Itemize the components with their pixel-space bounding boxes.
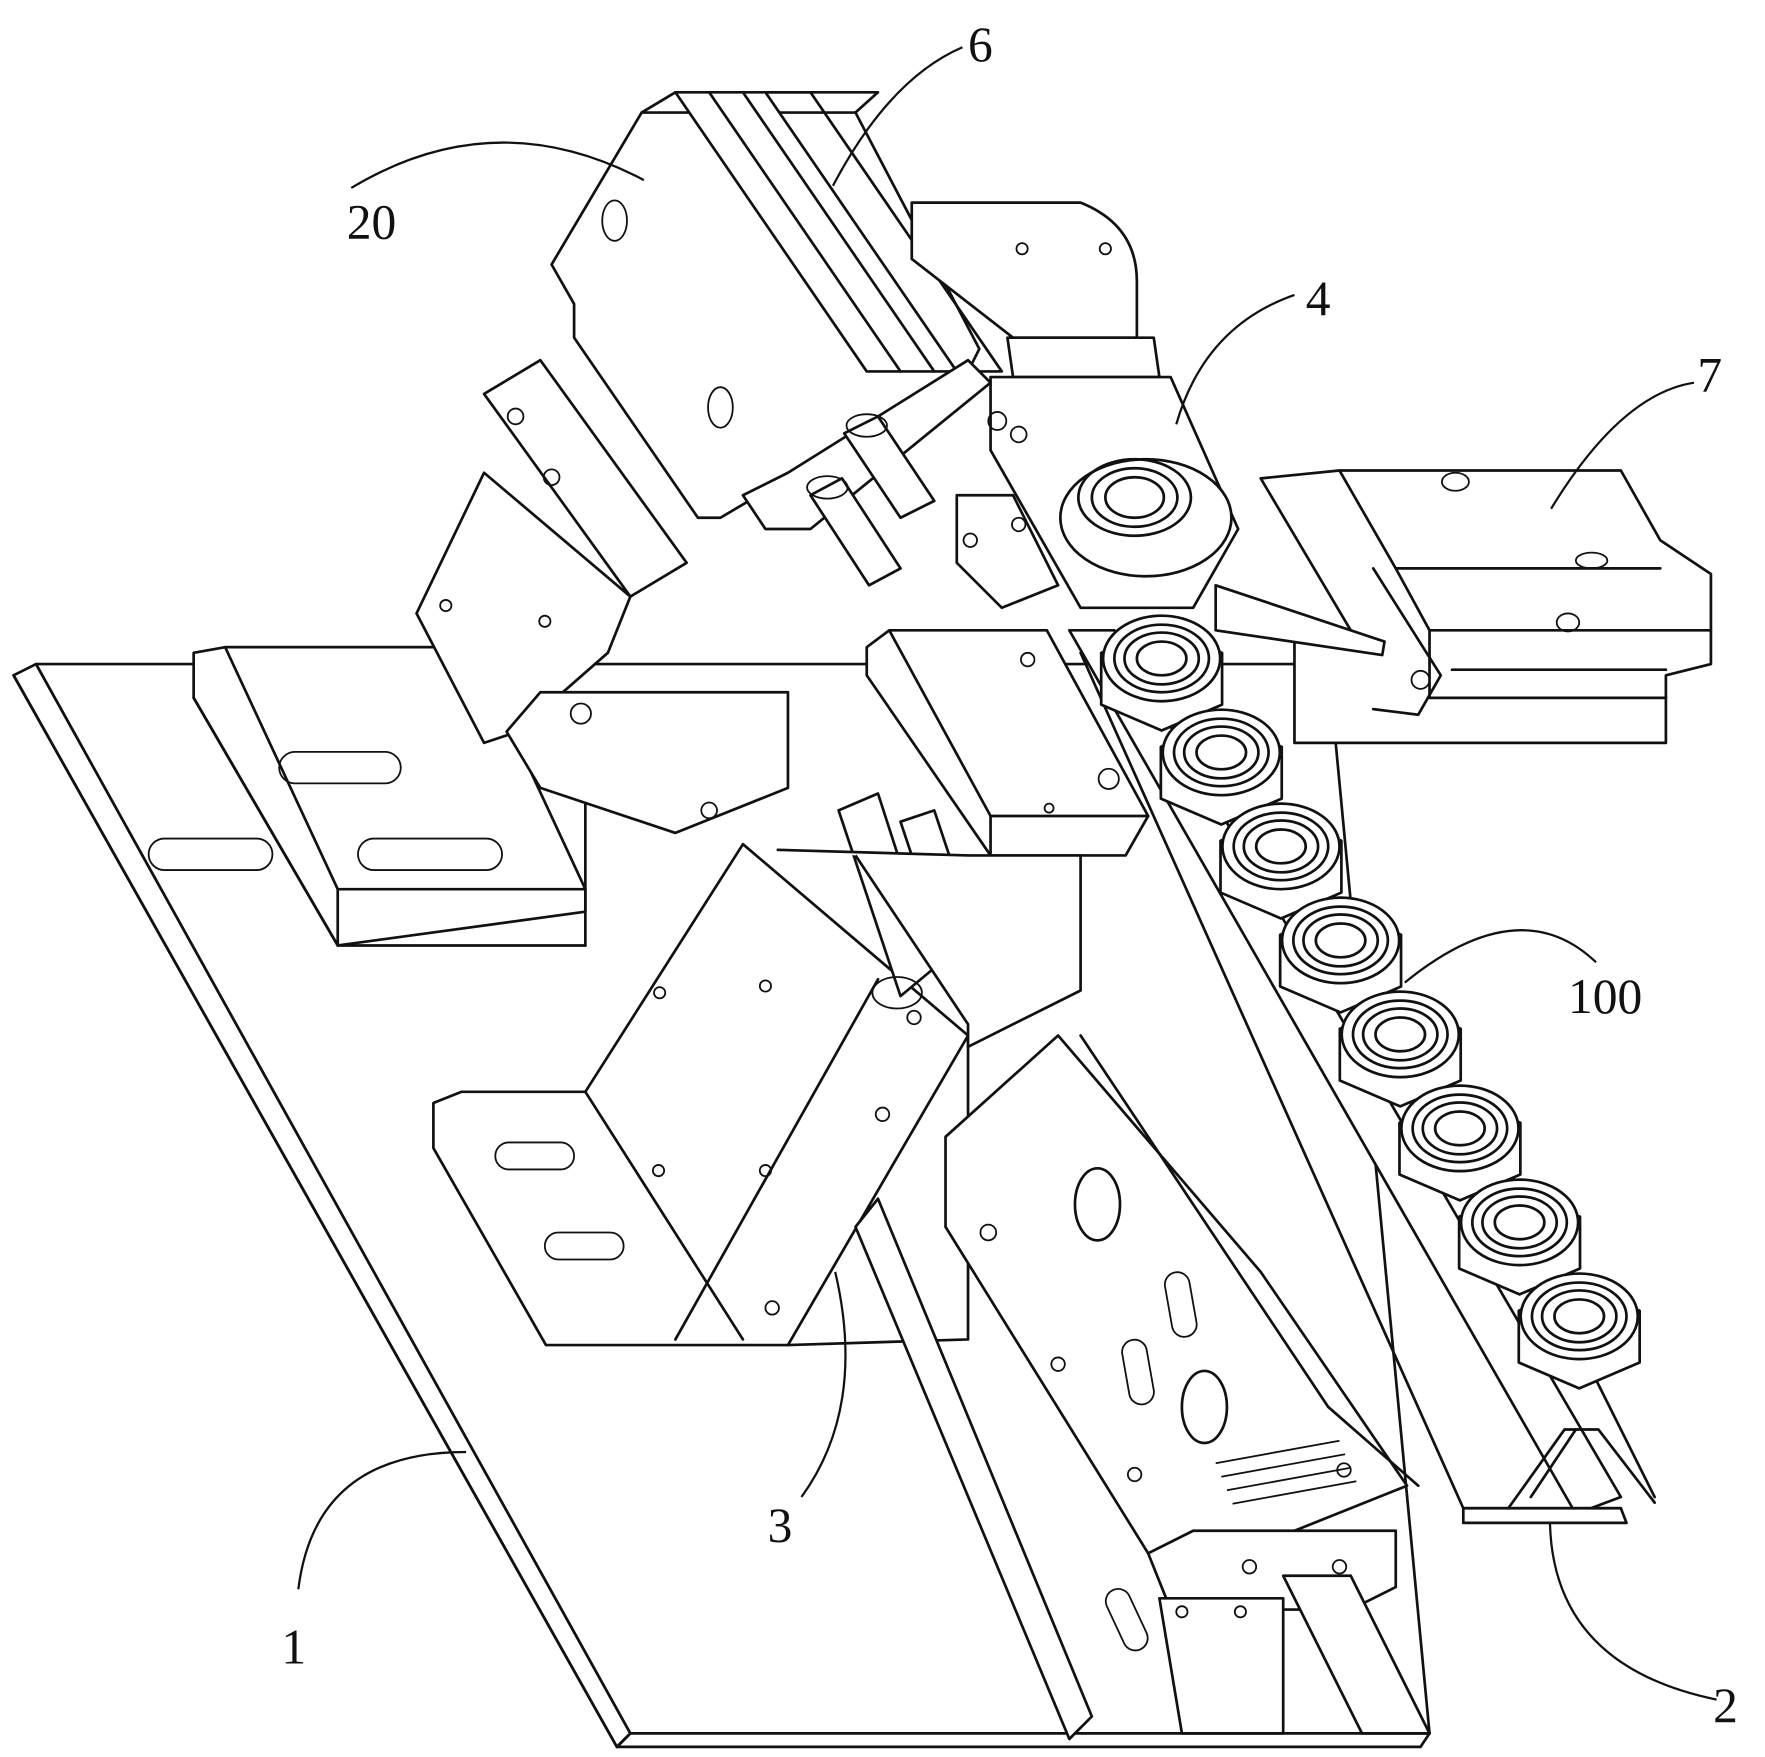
label-4: 4	[1306, 271, 1331, 326]
leader-line-7	[1550, 381, 1695, 510]
leader-line-6	[831, 46, 963, 187]
nut-chain-100	[1099, 614, 1642, 1390]
leader-line-2	[1548, 1522, 1717, 1701]
leader-line-4	[1175, 293, 1295, 425]
lower-slide-table	[854, 1034, 1431, 1741]
nut	[1457, 1178, 1582, 1296]
leader-line-100	[1404, 929, 1597, 984]
middle-guide-blocks	[415, 358, 790, 835]
leader-line-1	[297, 1450, 467, 1590]
slot-hole	[543, 1231, 625, 1261]
nut-holder-4	[955, 336, 1240, 610]
reference-labels: 20 6 4 7 100 2 1 3	[281, 17, 1737, 1733]
nut	[1517, 1272, 1642, 1390]
label-100: 100	[1568, 969, 1642, 1024]
label-6: 6	[968, 17, 993, 72]
nut	[1338, 990, 1463, 1108]
nut	[1278, 896, 1403, 1014]
slot-hole	[494, 1141, 575, 1171]
leader-line-3	[800, 1271, 847, 1498]
cylinder-assembly-6	[674, 90, 1139, 587]
nut	[1219, 802, 1343, 920]
label-20: 20	[347, 195, 397, 250]
nut	[1398, 1084, 1522, 1202]
guide-rod-block	[776, 628, 1150, 1049]
nut	[1159, 708, 1284, 826]
label-7: 7	[1697, 348, 1722, 403]
label-3: 3	[768, 1498, 793, 1553]
pushing-cylinder-7	[1214, 469, 1713, 745]
label-2: 2	[1713, 1678, 1738, 1733]
label-1: 1	[281, 1620, 306, 1675]
bolt-hole	[707, 386, 734, 429]
bolt-hole	[601, 199, 628, 242]
nut	[1099, 614, 1224, 732]
slot-hole	[147, 837, 274, 871]
bolt-hole	[1073, 1166, 1122, 1242]
slot-hole	[357, 837, 503, 871]
slot-hole	[278, 750, 402, 785]
leader-line-20	[350, 141, 645, 189]
